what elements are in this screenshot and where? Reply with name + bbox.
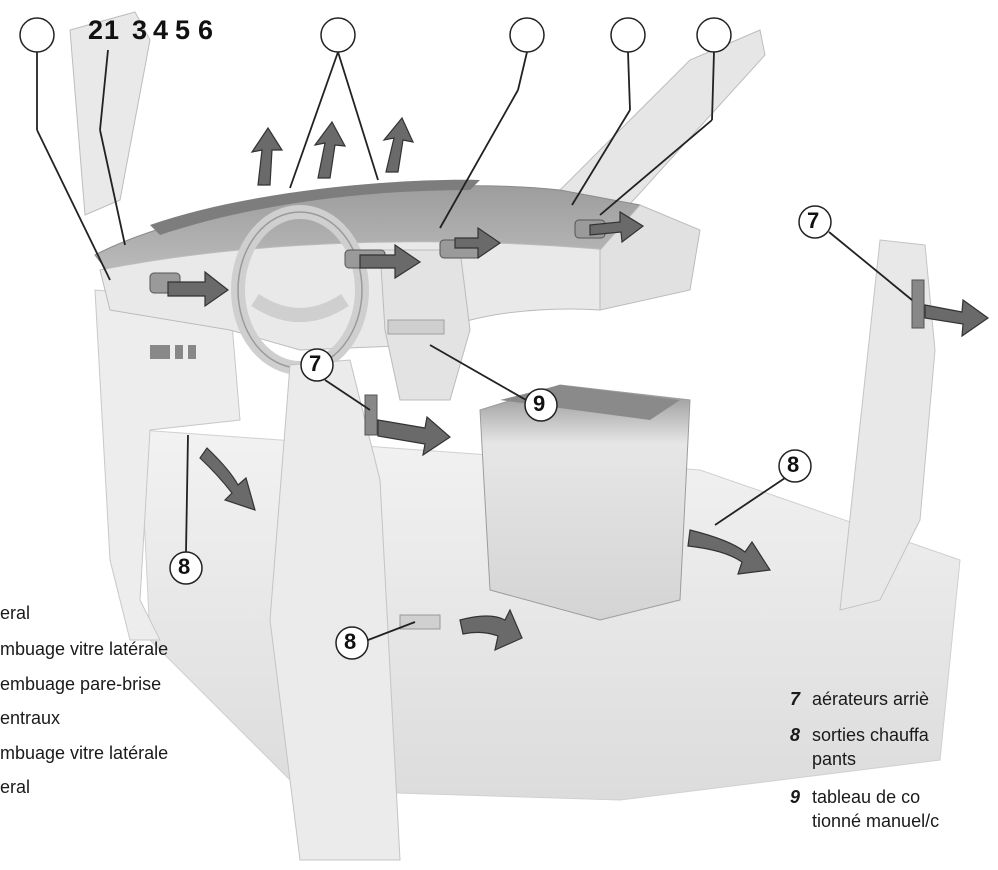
arrow-right-vent: [589, 210, 645, 244]
arrow-floor-center: [459, 608, 523, 652]
rear-pillar: [839, 239, 936, 611]
top-number-4: 4: [153, 15, 169, 45]
left-a-pillar: [69, 11, 151, 216]
arrow-up-3: [382, 116, 415, 173]
legend-left-item-3: embuage pare-brise: [0, 674, 162, 694]
legend-right-num-7: 7: [790, 689, 801, 709]
top-number-6: 6: [198, 15, 214, 45]
arrow-floor-front: [199, 447, 256, 511]
top-number-1: 1: [104, 15, 120, 45]
callout-8-floor: 8: [344, 629, 357, 654]
top-number-3: 3: [132, 15, 148, 45]
numbered-callout-circles: [169, 205, 832, 660]
callout-9: 9: [533, 391, 546, 416]
legend-right-num-8: 8: [790, 725, 801, 745]
arrow-center-2: [454, 226, 502, 260]
legend-right-text-9: tableau de co: [812, 787, 921, 807]
callout-8-left: 8: [178, 554, 191, 579]
callout-7-rear: 7: [807, 208, 820, 233]
callout-8-rear: 8: [787, 452, 800, 477]
legend-right-num-9: 9: [790, 787, 801, 807]
right-a-pillar: [538, 29, 766, 216]
leader-lines: [36, 49, 913, 641]
callout-7-front: 7: [309, 351, 322, 376]
arrow-center-1: [359, 243, 422, 280]
arrow-up-1: [250, 126, 284, 186]
legend-right-text-7: aérateurs arriè: [812, 689, 930, 709]
airflow-arrows: [167, 116, 990, 652]
armrest-console: [479, 384, 691, 621]
legend-right-text-8b: pants: [812, 749, 857, 769]
legend-left-item-4: entraux: [0, 708, 61, 728]
legend-right-text-8: sorties chauffa: [812, 725, 929, 745]
legend-right-text-9b: tionné manuel/c: [812, 811, 940, 831]
legend-left-item-5: mbuage vitre latérale: [0, 743, 169, 763]
arrow-left-vent: [167, 270, 230, 308]
top-number-5: 5: [175, 15, 191, 45]
top-number-2: 2: [88, 15, 104, 45]
windshield-strip: [150, 179, 480, 235]
arrow-rear-right: [924, 298, 990, 338]
top-callout-circles: [19, 17, 732, 53]
arrow-rear-left: [377, 415, 451, 457]
climate-panel: [387, 319, 445, 335]
callout-circle-3: [509, 17, 545, 53]
b-pillar: [269, 359, 401, 861]
arrow-up-2: [313, 120, 347, 179]
legend-left-item-6: eral: [0, 777, 31, 797]
legend-left-item-1: eral: [0, 603, 31, 623]
callout-circle-2: [320, 17, 356, 53]
callout-circle-5: [696, 17, 732, 53]
arrow-floor-rear: [687, 529, 772, 575]
legend-left-item-2: mbuage vitre latérale: [0, 639, 169, 659]
callout-circle-1: [19, 17, 55, 53]
callout-circle-4: [610, 17, 646, 53]
left-body-panel: [94, 289, 241, 641]
